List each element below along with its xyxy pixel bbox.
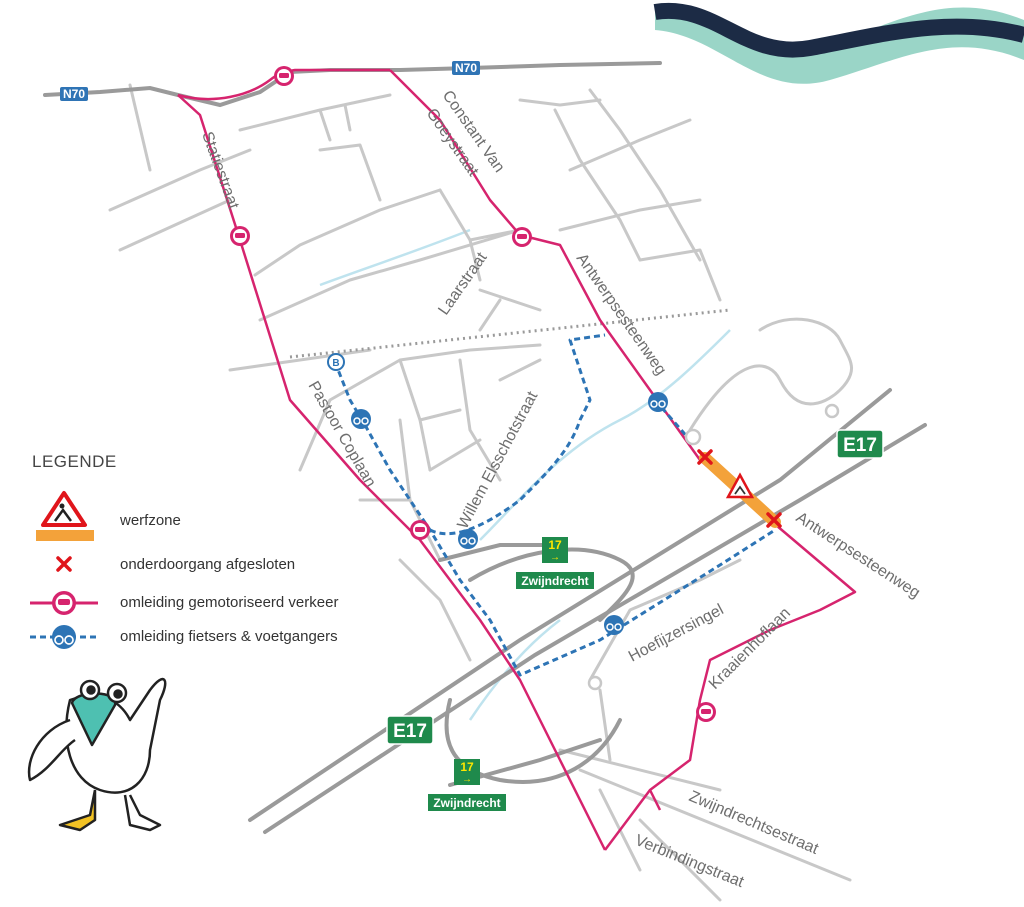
svg-text:E17: E17 — [843, 435, 877, 456]
car-icon — [410, 520, 430, 540]
bicycle-icon — [648, 392, 668, 412]
dead-end-marker — [824, 403, 840, 419]
svg-text:Zwijndrecht: Zwijndrecht — [521, 574, 588, 588]
svg-text:→: → — [462, 774, 472, 785]
dead-end-marker — [684, 428, 702, 446]
cross-icon — [697, 449, 782, 528]
svg-text:N70: N70 — [455, 61, 477, 75]
legend-label-bike-detour: omleiding fietsers & voetgangers — [120, 628, 338, 645]
legend-label-worksite: werfzone — [120, 512, 181, 529]
car-icon — [274, 66, 294, 86]
e17-shield: E17 — [836, 429, 884, 459]
mascot-bird-illustration — [27, 677, 167, 832]
legend-worksite-icon — [36, 491, 94, 541]
dead-end-marker — [587, 675, 603, 691]
n70-shield: N70 — [452, 61, 480, 75]
bicycle-icon — [604, 615, 624, 635]
street-label: Laarstraat — [435, 249, 491, 318]
train-station-icon: B — [327, 353, 345, 371]
exit-sign: 17 → Zwijndrecht — [428, 759, 506, 811]
car-icon — [230, 226, 250, 246]
n70-road — [43, 61, 662, 108]
legend-label-closed-underpass: onderdoorgang afgesloten — [120, 556, 296, 573]
car-detour-route — [177, 68, 857, 851]
bicycle-icon — [351, 409, 371, 429]
legend-bicycle-icon — [30, 625, 98, 649]
legend-title: LEGENDE — [32, 452, 117, 471]
bicycle-icon — [458, 529, 478, 549]
worksite-zone — [699, 452, 781, 528]
e17-shield: E17 — [386, 715, 434, 745]
street-label: Verbindingstraat — [633, 832, 747, 891]
car-icon — [512, 227, 532, 247]
decorative-wave — [653, 2, 1024, 84]
svg-text:17: 17 — [548, 538, 562, 552]
railway-line — [289, 308, 731, 359]
svg-text:17: 17 — [460, 760, 474, 774]
svg-text:N70: N70 — [63, 87, 85, 101]
svg-text:→: → — [550, 552, 560, 563]
svg-text:E17: E17 — [393, 721, 427, 742]
legend-label-car-detour: omleiding gemotoriseerd verkeer — [120, 594, 339, 611]
n70-shield: N70 — [60, 87, 88, 101]
street-label: Hoefijzersingel — [626, 601, 727, 665]
legend-car-icon — [30, 591, 98, 615]
car-icon — [696, 702, 716, 722]
street-label: Statiestraat — [198, 130, 242, 212]
svg-text:Zwijndrecht: Zwijndrecht — [433, 796, 500, 810]
exit-sign: 17 → Zwijndrecht — [516, 537, 594, 589]
svg-text:B: B — [332, 358, 339, 369]
street-label: Antwerpsesteenweg — [573, 251, 670, 379]
legend-cross-icon — [56, 556, 72, 572]
street-network — [108, 83, 854, 902]
